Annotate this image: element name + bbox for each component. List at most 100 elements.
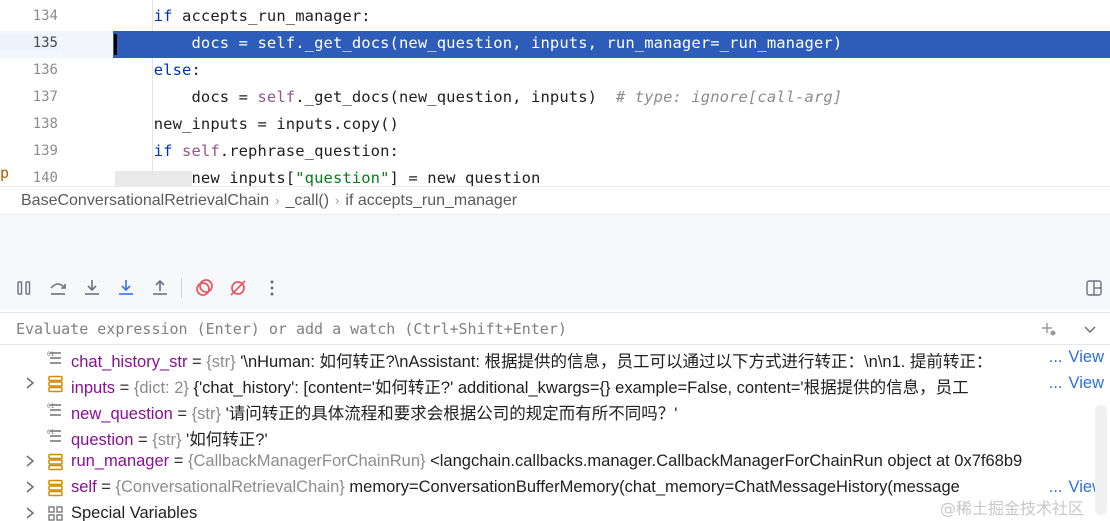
line-number[interactable]: 134 xyxy=(32,8,58,24)
variable-value: '请问转正的具体流程和要求会根据公司的规定而有所不同吗？' xyxy=(225,405,678,423)
code-token: ] = new_question xyxy=(389,169,541,186)
code-token: docs = xyxy=(191,34,258,52)
code-token: new_inputs = inputs.copy() xyxy=(153,115,399,133)
variable-row[interactable]: Special Variables xyxy=(0,501,1110,521)
variable-text: new_question = {str} '请问转正的具体流程和要求会根据公司的… xyxy=(71,400,677,423)
variable-text: self = {ConversationalRetrievalChain} me… xyxy=(71,478,960,497)
code-line[interactable]: 139 if self.rephrase_question: xyxy=(0,139,1110,166)
chevron-right-icon[interactable] xyxy=(24,506,36,520)
ellipsis: ... xyxy=(1048,348,1063,366)
variable-row[interactable]: inputs = {dict: 2} {'chat_history': [con… xyxy=(0,371,1110,397)
step-into-button[interactable] xyxy=(80,276,104,300)
kebab-icon xyxy=(270,280,274,296)
expand-history-button[interactable] xyxy=(1082,321,1098,342)
variable-text: chat_history_str = {str} '\nHuman: 如何转正?… xyxy=(71,348,992,371)
step-into-my-code-button[interactable] xyxy=(114,276,138,300)
code-token: if xyxy=(153,7,173,25)
breadcrumb-separator: › xyxy=(335,193,340,208)
line-number[interactable]: 139 xyxy=(32,143,58,159)
object-icon xyxy=(47,479,64,497)
code-text: docs = self._get_docs(new_question, inpu… xyxy=(116,88,842,106)
variable-name: question xyxy=(71,431,134,449)
line-number[interactable]: 136 xyxy=(32,62,58,78)
indent-guide xyxy=(152,0,153,186)
chevron-right-icon[interactable] xyxy=(24,454,36,468)
chevron-right-icon[interactable] xyxy=(24,376,36,390)
variable-row[interactable]: run_manager = {CallbackManagerForChainRu… xyxy=(0,449,1110,475)
view-breakpoints-button[interactable] xyxy=(192,276,216,300)
variable-type: {CallbackManagerForChainRun} xyxy=(187,452,426,470)
step-over-icon xyxy=(50,283,66,295)
variable-name: chat_history_str xyxy=(71,353,188,371)
variable-row[interactable]: 01 new_question = {str} '请问转正的具体流程和要求会根据公… xyxy=(0,397,1110,423)
str-icon: 01 xyxy=(47,401,64,419)
code-editor[interactable]: 134 if accepts_run_manager:135 docs = se… xyxy=(0,0,1110,186)
variable-value: '\nHuman: 如何转正?\nAssistant: 根据提供的信息，员工可以… xyxy=(240,353,993,371)
code-token: accepts_run_manager: xyxy=(172,7,371,25)
variable-text: run_manager = {CallbackManagerForChainRu… xyxy=(71,452,1022,471)
breadcrumb-class[interactable]: BaseConversationalRetrievalChain xyxy=(21,191,270,209)
variable-value: <langchain.callbacks.manager.CallbackMan… xyxy=(430,452,1023,470)
code-text: new_inputs["question"] = new_question xyxy=(116,169,540,186)
view-link[interactable]: ...View xyxy=(1044,348,1104,367)
code-line[interactable]: 135 docs = self._get_docs(new_question, … xyxy=(0,31,1110,58)
code-text: new_inputs = inputs.copy() xyxy=(116,115,399,133)
step-over-button[interactable] xyxy=(46,276,70,300)
code-text: docs = self._get_docs(new_question, inpu… xyxy=(116,34,842,52)
line-number[interactable]: 138 xyxy=(32,116,58,132)
evaluate-expression-input[interactable] xyxy=(16,318,1016,340)
equals-sign: = xyxy=(96,478,116,496)
layout-button[interactable] xyxy=(1082,276,1106,300)
add-watch-button[interactable] xyxy=(1040,320,1058,343)
code-token: else xyxy=(153,61,192,79)
line-number[interactable]: 140 xyxy=(32,170,58,186)
line-number[interactable]: 135 xyxy=(0,35,58,51)
view-link[interactable]: ... View xyxy=(1044,374,1104,393)
breadcrumb: BaseConversationalRetrievalChain › _call… xyxy=(0,186,1110,214)
code-line[interactable]: 134 if accepts_run_manager: xyxy=(0,4,1110,31)
code-line[interactable]: 140 new_inputs["question"] = new_questio… xyxy=(0,166,1110,186)
resume-program-button[interactable] xyxy=(12,276,36,300)
gutter-mark: p xyxy=(0,164,10,182)
debug-toolbar xyxy=(0,266,1110,310)
code-token: : xyxy=(191,61,201,79)
code-indent xyxy=(116,7,154,25)
pause-icon xyxy=(17,281,31,295)
breakpoints-icon xyxy=(196,279,213,296)
code-token: ._get_docs(new_question, inputs) xyxy=(295,88,616,106)
special-variables-label: Special Variables xyxy=(71,504,198,521)
panel-divider xyxy=(0,214,1110,266)
variables-scrollbar[interactable] xyxy=(1095,405,1107,515)
variable-name: inputs xyxy=(71,379,116,397)
step-into-icon xyxy=(85,280,99,295)
equals-sign: = xyxy=(172,405,192,423)
code-token: docs = xyxy=(191,88,258,106)
variables-tree: 01 chat_history_str = {str} '\nHuman: 如何转… xyxy=(0,345,1110,521)
breadcrumb-method[interactable]: _call() xyxy=(285,191,330,209)
watermark: @稀土掘金技术社区 xyxy=(940,499,1085,518)
more-options-button[interactable] xyxy=(260,276,284,300)
breadcrumb-block[interactable]: if accepts_run_manager xyxy=(345,191,518,209)
toolbar-separator xyxy=(181,278,182,298)
variable-text: inputs = {dict: 2} {'chat_history': [con… xyxy=(71,374,969,397)
code-text: if self.rephrase_question: xyxy=(116,142,399,160)
code-indent xyxy=(116,115,154,133)
variable-value: {'chat_history': [content='如何转正?' additi… xyxy=(193,379,969,397)
variable-row[interactable]: 01 chat_history_str = {str} '\nHuman: 如何转… xyxy=(0,345,1110,371)
code-line[interactable]: 136 else: xyxy=(0,58,1110,85)
special-variables-icon xyxy=(47,505,64,521)
ellipsis: ... xyxy=(1048,374,1063,392)
mute-breakpoints-button[interactable] xyxy=(226,276,250,300)
chevron-right-icon[interactable] xyxy=(24,480,36,494)
variable-value: memory=ConversationBufferMemory(chat_mem… xyxy=(349,478,960,496)
str-icon: 01 xyxy=(47,349,64,367)
variable-row[interactable]: self = {ConversationalRetrievalChain} me… xyxy=(0,475,1110,501)
view-label: View xyxy=(1068,374,1104,392)
code-line[interactable]: 138 new_inputs = inputs.copy() xyxy=(0,112,1110,139)
line-number[interactable]: 137 xyxy=(32,89,58,105)
step-out-button[interactable] xyxy=(148,276,172,300)
code-line[interactable]: 137 docs = self._get_docs(new_question, … xyxy=(0,85,1110,112)
layout-icon xyxy=(1086,280,1102,296)
code-token: self xyxy=(182,142,220,160)
